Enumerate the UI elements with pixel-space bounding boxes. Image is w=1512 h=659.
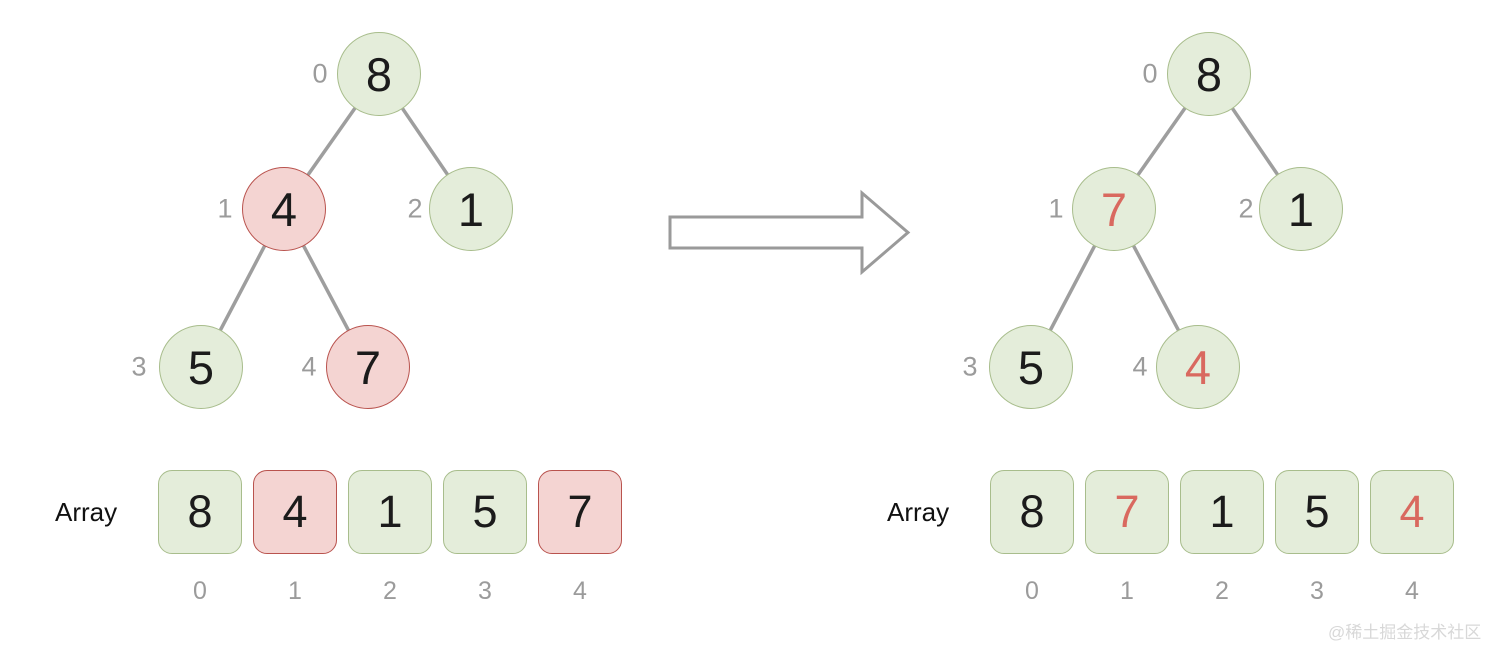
left-array-index-1: 1 [288,577,302,605]
left-tree-node-0: 8 [337,32,421,116]
left-array-indices: 0 1 2 3 4 [158,577,622,606]
right-node-index-0: 0 [1142,58,1158,89]
left-node-index-3: 3 [131,351,147,382]
left-tree-node-3: 5 [159,325,243,409]
left-array-index-4: 4 [573,577,587,605]
left-tree-node-2: 1 [429,167,513,251]
left-array-index-0: 0 [193,577,207,605]
left-array-index-3: 3 [478,577,492,605]
right-array: 8 7 1 5 4 [990,470,1454,554]
right-array-index-4: 4 [1405,577,1419,605]
left-node-index-2: 2 [407,193,423,224]
right-array-label: Array [887,496,950,527]
left-tree-node-4: 7 [326,325,410,409]
right-tree-node-0: 8 [1167,32,1251,116]
right-array-index-1: 1 [1120,577,1134,605]
left-array: 8 4 1 5 7 [158,470,622,554]
right-array-index-0: 0 [1025,577,1039,605]
right-array-index-2: 2 [1215,577,1229,605]
left-array-cell-1: 4 [253,470,337,554]
right-tree-node-3: 5 [989,325,1073,409]
right-node-index-1: 1 [1048,193,1064,224]
left-tree-node-1: 4 [242,167,326,251]
left-node-index-1: 1 [217,193,233,224]
left-node-index-0: 0 [312,58,328,89]
right-node-index-3: 3 [962,351,978,382]
right-node-index-4: 4 [1132,351,1148,382]
right-tree-node-4: 4 [1156,325,1240,409]
right-array-indices: 0 1 2 3 4 [990,577,1454,606]
left-array-index-2: 2 [383,577,397,605]
left-array-cell-4: 7 [538,470,622,554]
left-array-label: Array [55,496,118,527]
arrow-right-icon [668,189,911,276]
right-array-cell-0: 8 [990,470,1074,554]
left-node-index-4: 4 [301,351,317,382]
right-tree-node-2: 1 [1259,167,1343,251]
right-array-cell-4: 4 [1370,470,1454,554]
watermark: @稀土掘金技术社区 [1328,623,1482,642]
right-tree-node-1: 7 [1072,167,1156,251]
right-array-cell-3: 5 [1275,470,1359,554]
left-array-cell-2: 1 [348,470,432,554]
right-array-index-3: 3 [1310,577,1324,605]
left-array-cell-0: 8 [158,470,242,554]
right-array-cell-1: 7 [1085,470,1169,554]
right-array-cell-2: 1 [1180,470,1264,554]
left-array-cell-3: 5 [443,470,527,554]
right-node-index-2: 2 [1238,193,1254,224]
